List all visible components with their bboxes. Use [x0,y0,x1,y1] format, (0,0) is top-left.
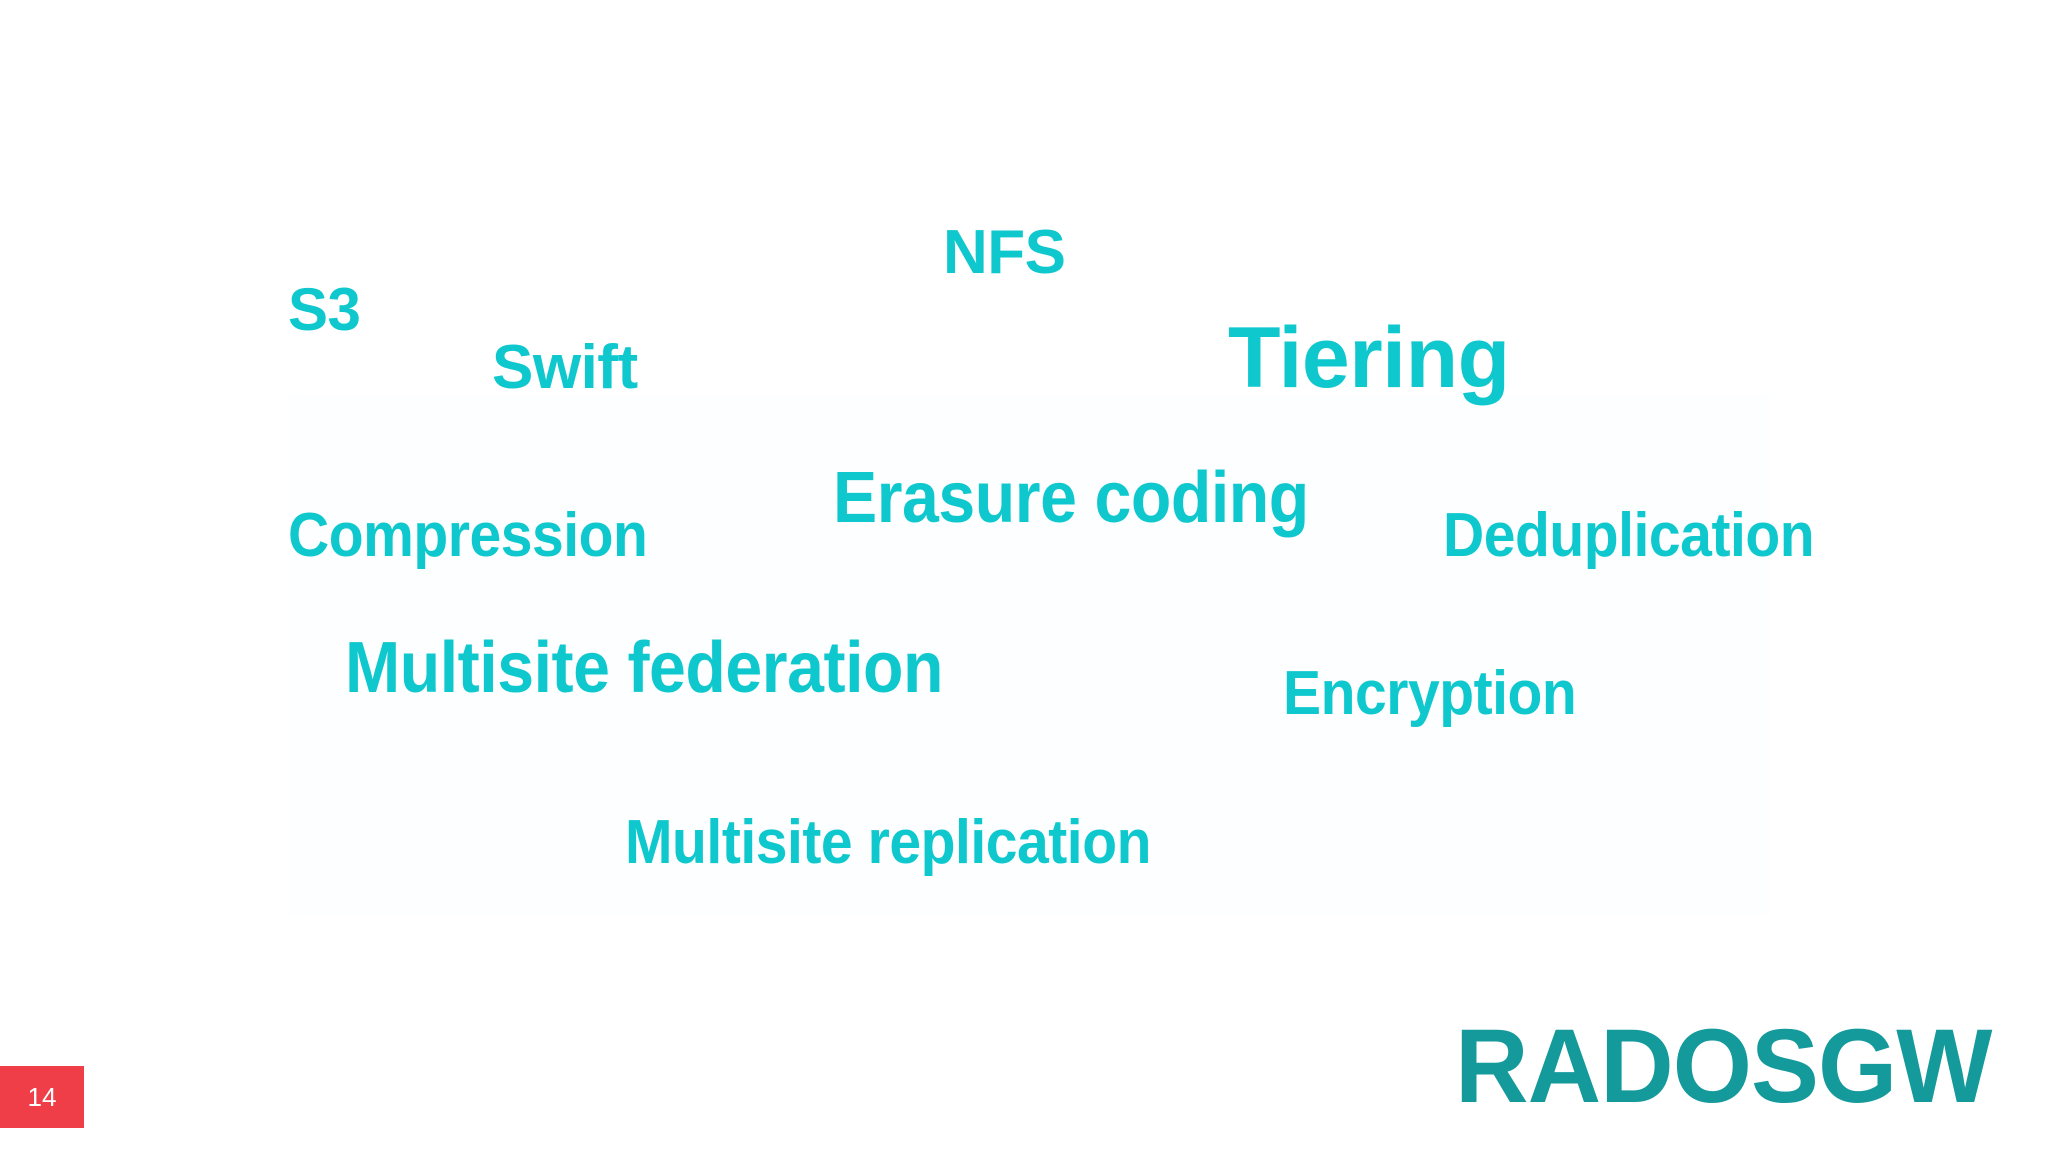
cloud-word-encryption: Encryption [1283,659,1577,728]
cloud-word-multisite-federation: Multisite federation [345,628,944,708]
page-number-badge: 14 [0,1066,84,1128]
cloud-word-erasure-coding: Erasure coding [833,458,1309,538]
cloud-word-nfs: NFS [943,218,1066,287]
cloud-word-swift: Swift [492,333,638,402]
cloud-word-tiering: Tiering [1228,310,1510,406]
page-number-text: 14 [27,1082,57,1112]
cloud-word-s3: S3 [288,276,361,343]
cloud-word-compression: Compression [288,501,648,570]
cloud-word-multisite-replication: Multisite replication [625,808,1151,877]
slide-title: RADOSGW [1455,1008,1992,1125]
cloud-word-deduplication: Deduplication [1443,501,1815,570]
